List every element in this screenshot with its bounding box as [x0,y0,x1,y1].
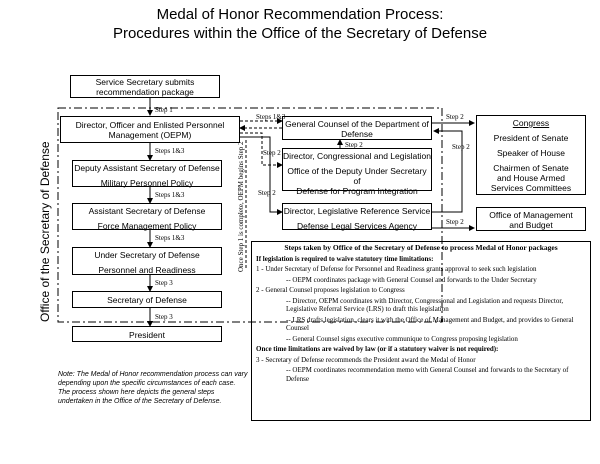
arrow-lrs-to-gc [432,128,463,213]
panel-condition-2: Once time limitations are waived by law … [256,345,499,353]
panel-step-1-detail: -- OEPM coordinates package with General… [286,275,537,284]
oepm-box: Director, Officer and Enlisted Personnel… [60,116,240,143]
president-box: President [72,326,222,342]
step-label: Steps 1&3 [155,234,185,242]
arrow-oepm-to-dcl [240,132,283,168]
panel-step-2-detail-b: -- LRS drafts legislation, clears it wit… [286,315,574,333]
step-label: Step 2 [263,149,281,157]
steps-explanation-panel: Steps taken by Office of the Secretary o… [251,241,591,421]
osd-side-label: Office of the Secretary of Defense [38,141,52,322]
panel-step-3: 3 - Secretary of Defense recommends the … [256,355,476,364]
step-label: Steps 1&3 [155,147,185,155]
step-label: Steps 1&3 [155,191,185,199]
panel-step-2-detail-a: -- Director, OEPM coordinates with Direc… [286,296,564,314]
once-step-1-label: Once Step 1 is complete, OEPM begins Ste… [237,141,245,272]
diagram-title-line-2: Procedures within the Office of the Secr… [112,25,488,42]
step-label: Step 2 [452,143,470,151]
arrow-oepm-to-lrs [240,136,283,215]
step-label: Steps 1&3 [256,113,286,121]
step-label: Step 2 [258,189,276,197]
step-label: Step 3 [155,279,173,287]
diagram-title-line-1: Medal of Honor Recommendation Process: [156,6,444,23]
step-label: Step 1 [155,106,173,114]
secdef-box: Secretary of Defense [72,291,222,308]
step-label: Step 2 [345,141,363,149]
osd-boundary [57,107,443,323]
panel-condition-1: If legislation is required to waive stat… [256,254,434,263]
step-label: Step 2 [446,218,464,226]
congress-box: Congress President of Senate Speaker of … [476,115,586,195]
panel-heading: Steps taken by Office of the Secretary o… [284,243,558,252]
step-label: Step 3 [155,313,173,321]
process-note: Note: The Medal of Honor recommendation … [58,371,248,405]
panel-step-2: 2 - General Counsel proposes legislation… [256,286,405,294]
panel-step-2-detail-c: -- General Counsel signs executive commu… [286,334,518,343]
step-label: Step 2 [446,113,464,121]
panel-step-1: 1 - Under Secretary of Defense for Perso… [256,265,537,273]
panel-step-3-detail: -- OEPM coordinates recommendation memo … [286,366,569,383]
